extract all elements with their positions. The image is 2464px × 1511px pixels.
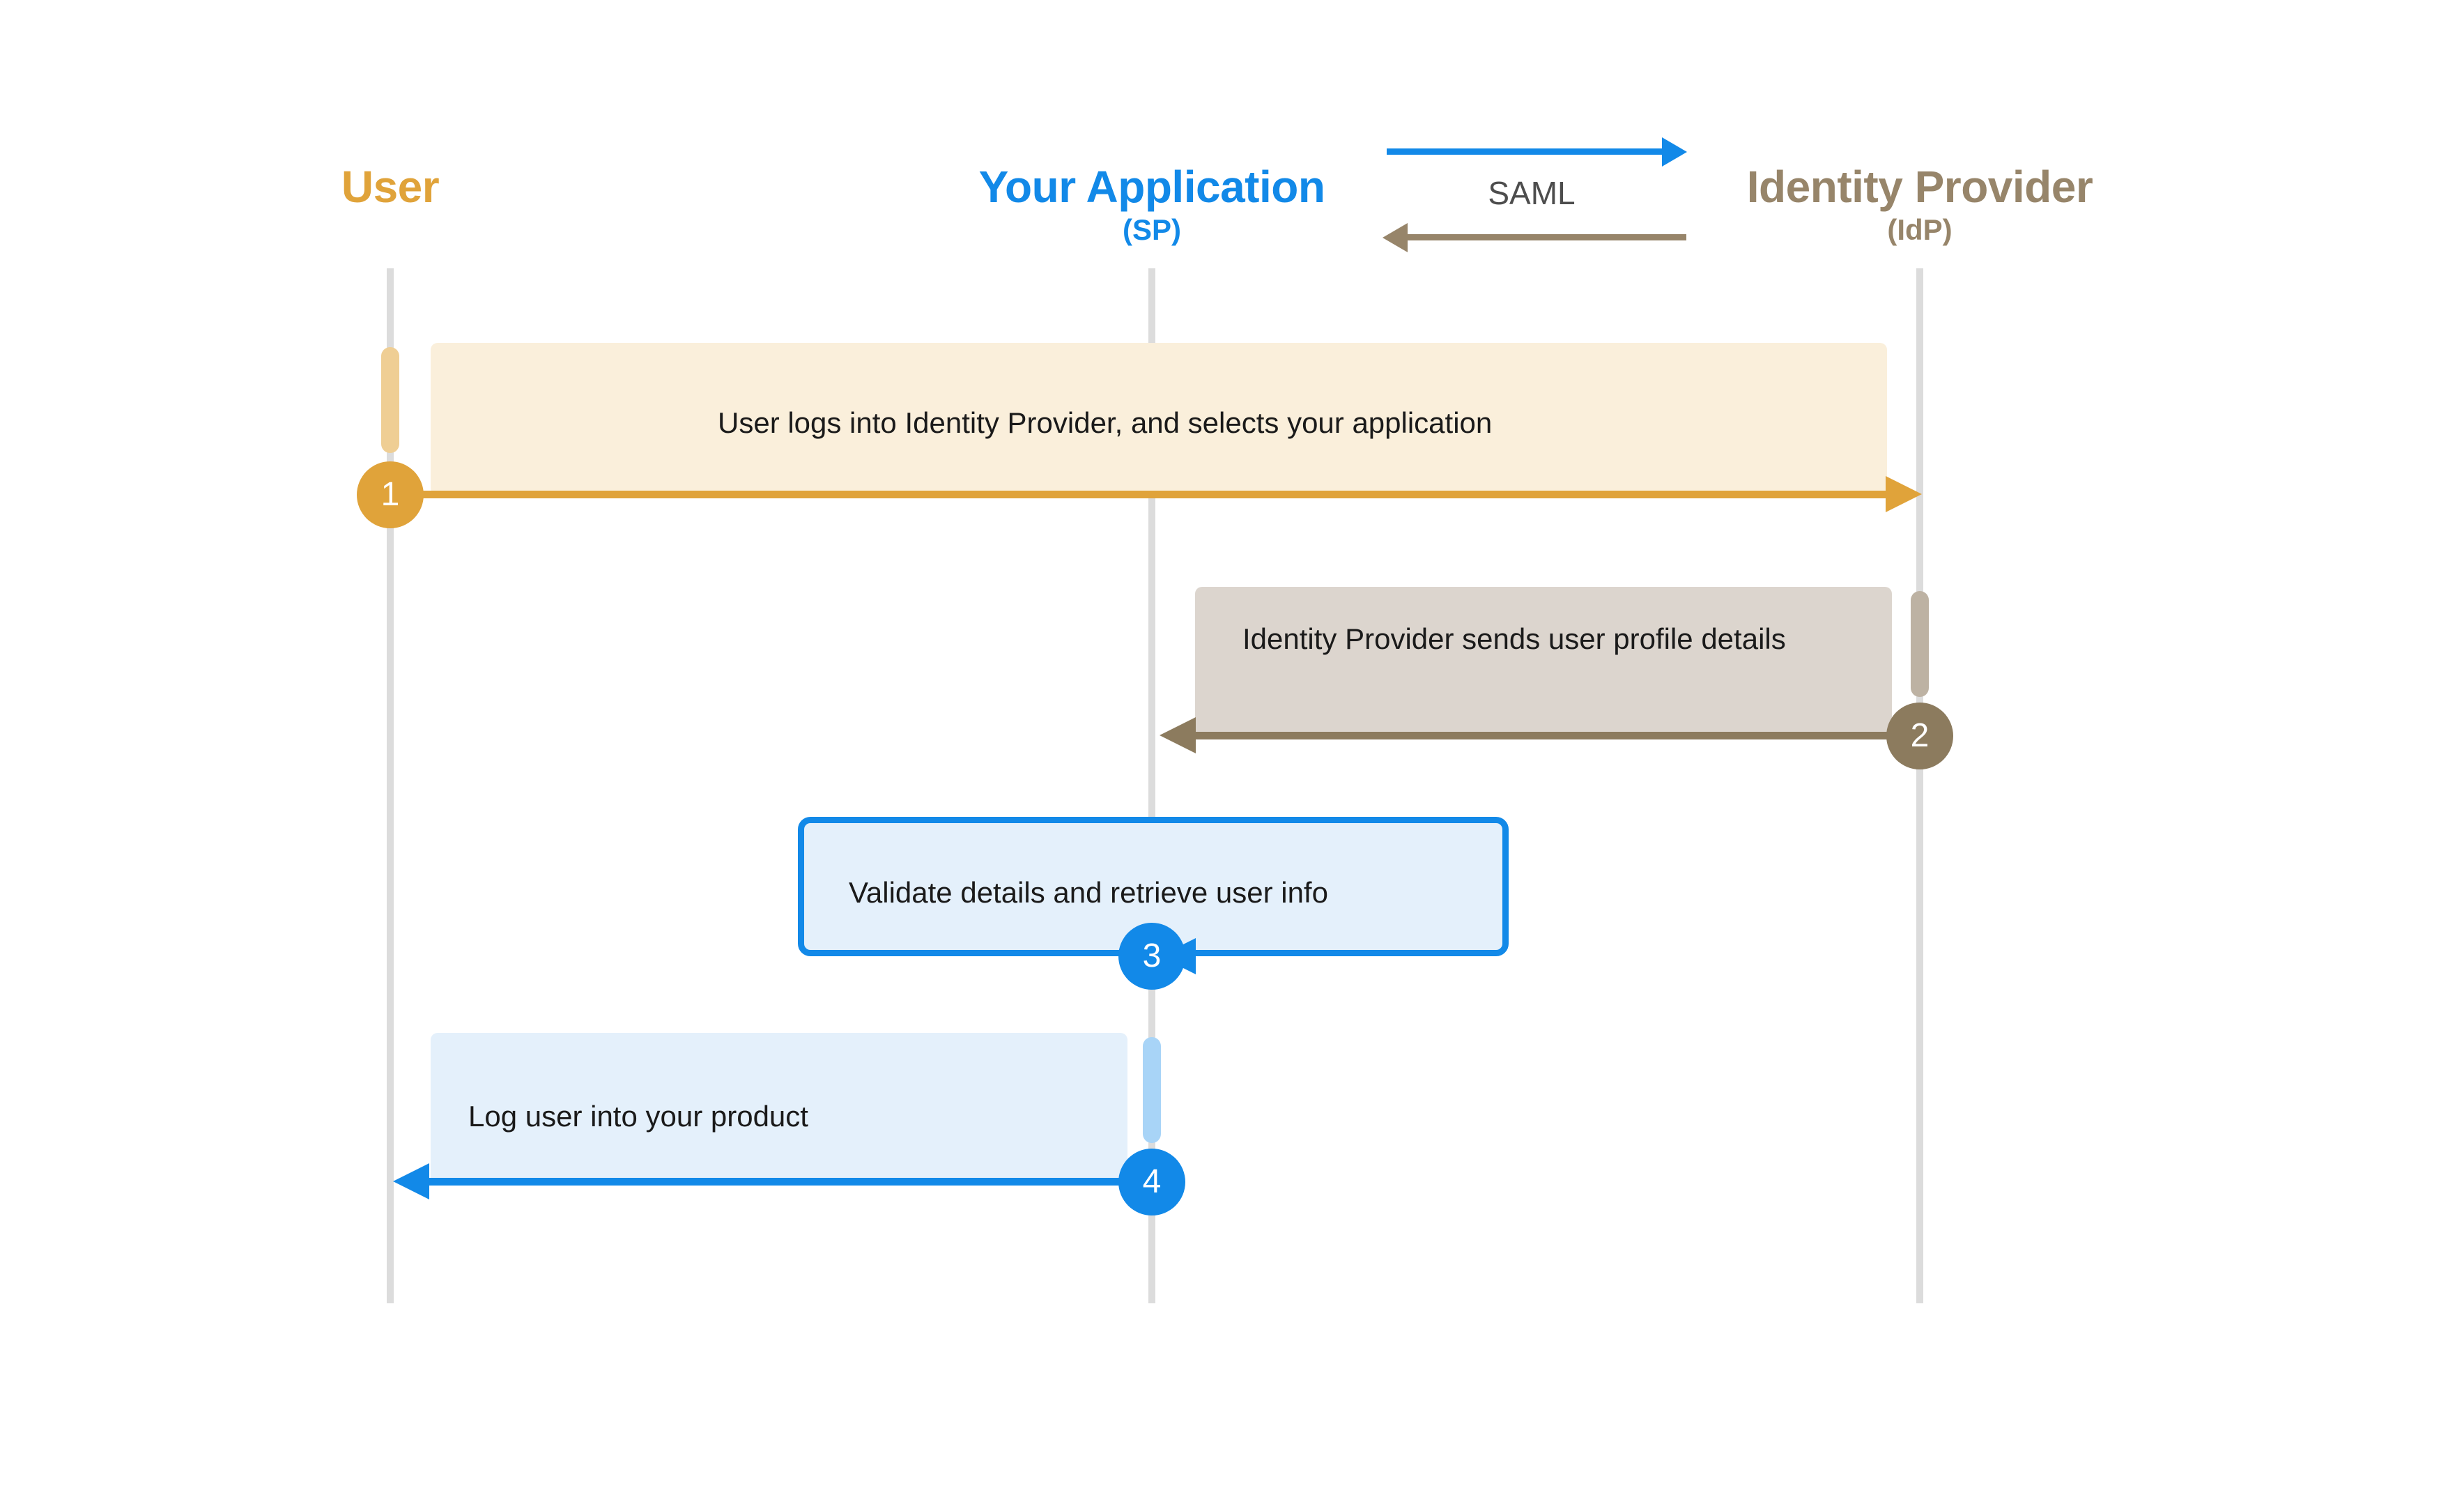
message-band-step-3 [798,817,1509,956]
activation-bar-step-2 [1911,591,1929,697]
saml-label: SAML [1488,175,1576,211]
message-arrow-head-step-2 [1160,717,1196,753]
message-arrow-line-step-4 [418,1178,1157,1186]
saml-response-arrowhead [1383,223,1408,252]
actor-name-application: Your Application [978,162,1325,212]
actor-header-user: User [341,162,440,212]
saml-request-arrowhead [1662,137,1687,167]
message-band-step-4 [431,1033,1127,1185]
message-text-step-2: Identity Provider sends user profile det… [1242,622,1786,655]
message-text-step-1: User logs into Identity Provider, and se… [718,406,1493,439]
lifeline-application [1148,268,1155,1303]
actor-name-user: User [341,162,440,212]
lifeline-identity-provider [1916,268,1923,1303]
message-arrow-line-step-2 [1185,732,1923,739]
saml-request-line [1387,148,1665,155]
message-arrow-line-step-1 [390,491,1888,498]
activation-bar-step-1 [381,347,399,453]
actor-subtitle-application: (SP) [1123,213,1181,247]
message-band-step-1 [431,343,1887,495]
actor-header-identity-provider: Identity Provider (IdP) [1746,162,2093,247]
step-number-1: 1 [357,461,424,528]
actor-subtitle-identity-provider: (IdP) [1887,213,1953,247]
saml-response-line [1408,234,1686,240]
step-number-4: 4 [1118,1149,1185,1215]
message-text-step-3: Validate details and retrieve user info [849,876,1328,909]
actor-name-identity-provider: Identity Provider [1746,162,2093,212]
lifeline-user [387,268,394,1303]
step-number-2: 2 [1886,703,1953,769]
message-arrow-head-step-4 [393,1163,429,1199]
message-arrow-head-step-1 [1886,476,1922,512]
message-text-step-4: Log user into your product [468,1100,808,1133]
message-band-step-2 [1195,587,1892,739]
actor-header-application: Your Application (SP) [978,162,1325,247]
step-number-3: 3 [1118,923,1185,990]
activation-bar-step-4 [1143,1037,1161,1143]
